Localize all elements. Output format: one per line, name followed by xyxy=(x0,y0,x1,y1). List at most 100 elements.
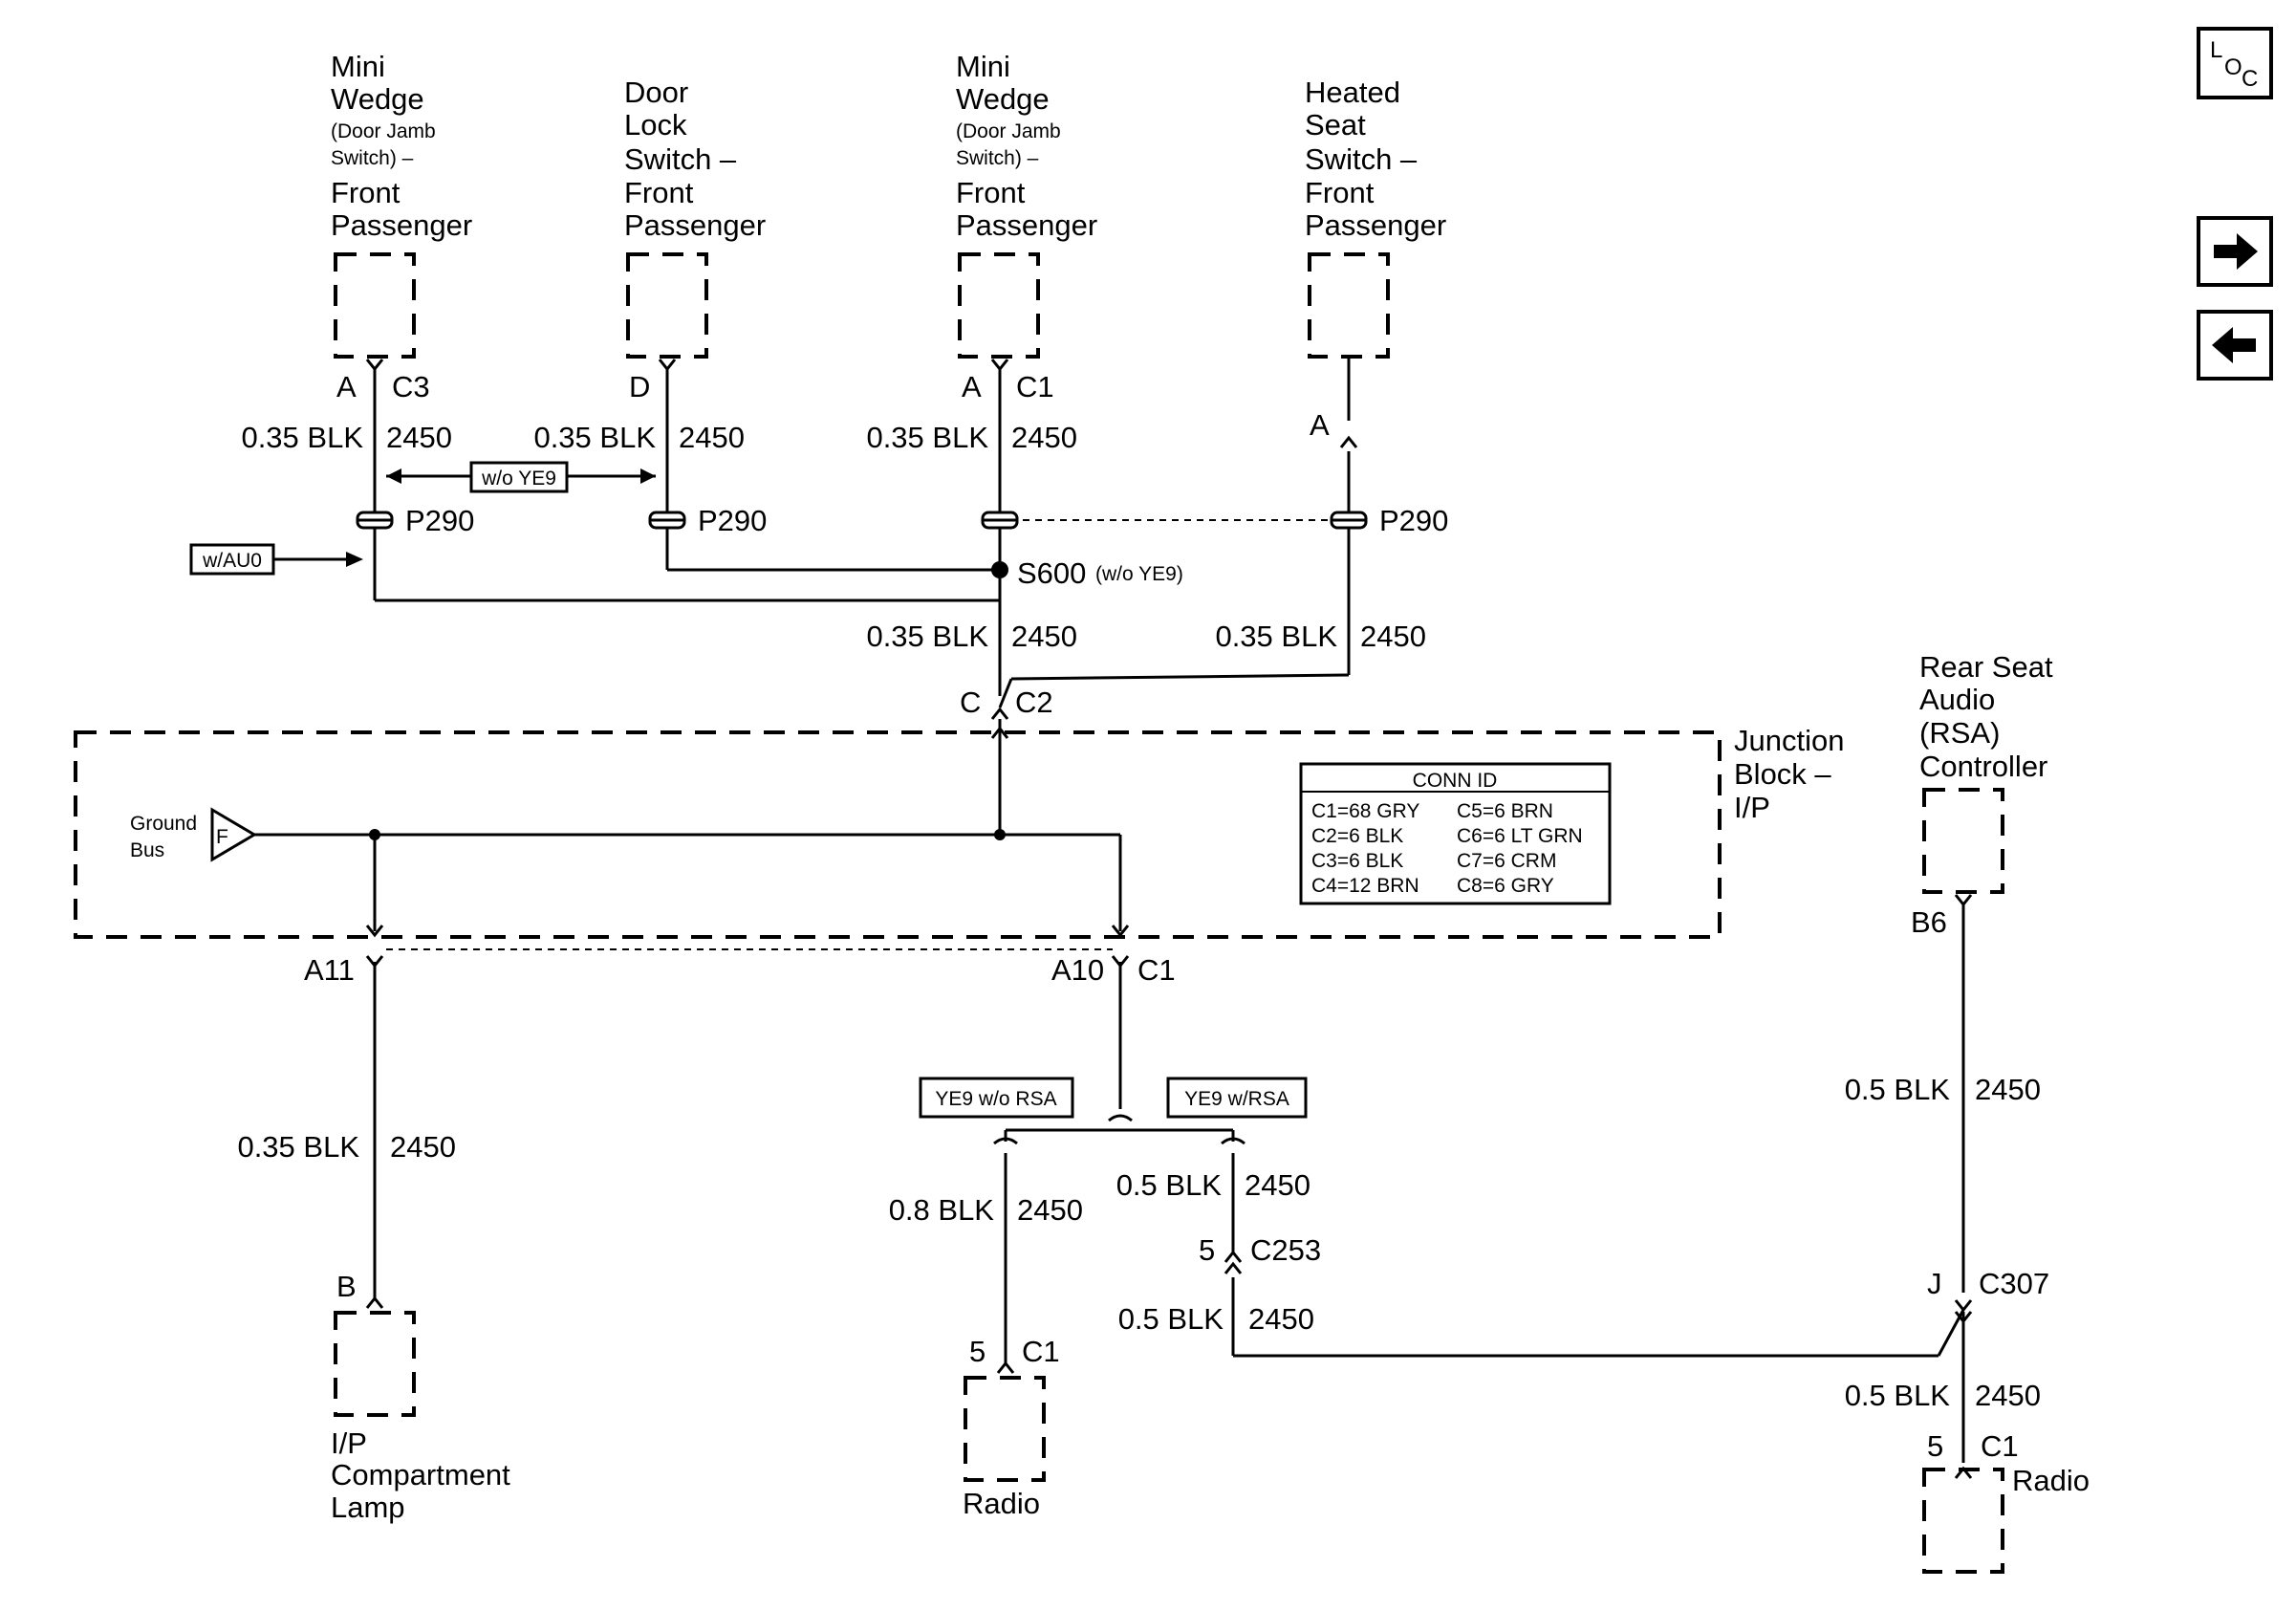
loc-letter: C xyxy=(2242,66,2258,92)
connector-symbols xyxy=(365,359,1973,1479)
label-line: Passenger xyxy=(956,208,1097,242)
connector-label: C1 xyxy=(1022,1335,1060,1368)
label-line: Door xyxy=(624,76,688,109)
previous-page-button[interactable] xyxy=(2197,310,2273,381)
conn-id-entry: C3=6 BLK xyxy=(1311,850,1403,872)
wire-circuit: 2450 xyxy=(679,421,745,454)
component-heated-seat-switch: Heated Seat Switch – Front Passenger xyxy=(1305,76,1446,242)
label-line: Switch – xyxy=(624,142,737,176)
wire-size: 0.35 BLK xyxy=(237,1130,359,1164)
option-label: YE9 w/RSA xyxy=(1184,1088,1289,1110)
label-line: Controller xyxy=(1919,750,2047,783)
wire-circuit: 2450 xyxy=(1245,1168,1310,1202)
pin-label: A xyxy=(1310,408,1330,442)
component-box xyxy=(1308,252,1390,359)
label-line: (Door Jamb xyxy=(956,120,1061,142)
label-line: Junction xyxy=(1734,724,1844,757)
pin-label: A10 xyxy=(1051,953,1104,987)
conn-id-entry: C6=6 LT GRN xyxy=(1457,825,1583,847)
wire-size: 0.5 BLK xyxy=(1845,1379,1951,1412)
wire-size: 0.5 BLK xyxy=(1118,1302,1224,1336)
pin-label: 5 xyxy=(1199,1233,1215,1267)
wire-circuit: 2450 xyxy=(1011,620,1077,653)
option-label: w/o YE9 xyxy=(481,468,556,490)
radio-label: Radio xyxy=(2012,1464,2090,1497)
label-line: Rear Seat xyxy=(1919,650,2053,684)
wire-size: 0.35 BLK xyxy=(1215,620,1337,653)
label-line: Switch) – xyxy=(956,147,1039,169)
wire-circuit: 2450 xyxy=(1248,1302,1314,1336)
option-label: YE9 w/o RSA xyxy=(935,1088,1056,1110)
label-line: Seat xyxy=(1305,108,1366,142)
pin-label: 5 xyxy=(969,1335,986,1368)
component-box xyxy=(958,252,1040,359)
label-line: Passenger xyxy=(624,208,766,242)
component-box xyxy=(334,252,416,359)
label-line: (RSA) xyxy=(1919,716,2000,750)
label-line: Mini xyxy=(956,50,1010,83)
splice-note: (w/o YE9) xyxy=(1095,563,1183,585)
wire-circuit: 2450 xyxy=(1011,421,1077,454)
ground-bus-triangle-icon xyxy=(210,807,257,862)
wire-circuit: 2450 xyxy=(1975,1379,2041,1412)
wire-size: 0.5 BLK xyxy=(1845,1073,1951,1106)
ground-bus-label: Bus xyxy=(130,839,164,861)
wire-circuit: 2450 xyxy=(1017,1193,1083,1227)
conn-id-entry: C1=68 GRY xyxy=(1311,800,1419,822)
label-line: Heated xyxy=(1305,76,1400,109)
component-ip-compartment-lamp: I/P Compartment Lamp xyxy=(331,1426,510,1524)
pin-label: A xyxy=(962,370,982,403)
label-line: Front xyxy=(1305,176,1375,209)
splice-symbols xyxy=(356,511,1368,530)
next-page-button[interactable] xyxy=(2197,216,2273,287)
label-line: I/P xyxy=(331,1426,367,1460)
component-box xyxy=(1922,1468,2004,1574)
splice-label: P290 xyxy=(1379,504,1448,537)
wire-size: 0.35 BLK xyxy=(241,421,363,454)
connector-label: C1 xyxy=(1016,370,1054,403)
label-line: Passenger xyxy=(331,208,472,242)
component-door-lock-switch: Door Lock Switch – Front Passenger xyxy=(624,76,766,242)
label-line: Front xyxy=(624,176,694,209)
loc-letter: L xyxy=(2210,37,2222,63)
wire-size: 0.8 BLK xyxy=(889,1193,995,1227)
pin-labels: A C3 D A C1 A C C2 A11 A10 C1 B 5 C1 5 C… xyxy=(304,370,2049,1463)
connector-label: C3 xyxy=(392,370,430,403)
splice-label: P290 xyxy=(698,504,767,537)
wire-circuit: 2450 xyxy=(1360,620,1426,653)
connector-label: C2 xyxy=(1015,686,1053,719)
pin-label: B xyxy=(336,1270,357,1303)
pin-label: A xyxy=(336,370,357,403)
conn-id-title: CONN ID xyxy=(1413,770,1498,792)
label-line: Lamp xyxy=(331,1491,405,1524)
radio-label: Radio xyxy=(963,1487,1040,1520)
junction-block-outline xyxy=(74,730,1722,939)
connector-label: C1 xyxy=(1137,953,1176,987)
conn-id-entry: C4=12 BRN xyxy=(1311,875,1419,897)
component-box xyxy=(334,1311,416,1417)
location-button[interactable]: L O C xyxy=(2197,27,2273,99)
wire-size: 0.5 BLK xyxy=(1116,1168,1223,1202)
splice-dot xyxy=(994,829,1006,840)
option-arrow-wo-ye9: w/o YE9 xyxy=(386,461,656,493)
pin-label: J xyxy=(1927,1267,1942,1300)
ground-bus: Ground Bus F xyxy=(130,807,257,862)
connector-label: C307 xyxy=(1979,1267,2049,1300)
pin-label: 5 xyxy=(1927,1429,1943,1463)
conn-id-entry: C8=6 GRY xyxy=(1457,875,1554,897)
label-line: Switch) – xyxy=(331,147,414,169)
label-line: Audio xyxy=(1919,683,1995,716)
component-rsa-controller: Rear Seat Audio (RSA) Controller xyxy=(1919,650,2053,783)
splice-label: S600 xyxy=(1017,556,1086,590)
wire-labels: 0.35 BLK 2450 0.35 BLK 2450 0.35 BLK 245… xyxy=(237,421,2041,1412)
option-label: w/AU0 xyxy=(202,550,262,572)
wire-size: 0.35 BLK xyxy=(533,421,656,454)
pin-label: D xyxy=(629,370,650,403)
component-mini-wedge-c1: Mini Wedge (Door Jamb Switch) – Front Pa… xyxy=(956,50,1097,242)
wire-circuit: 2450 xyxy=(1975,1073,2041,1106)
wire-size: 0.35 BLK xyxy=(866,620,988,653)
label-line: Front xyxy=(331,176,401,209)
loc-letter: O xyxy=(2224,54,2242,80)
wire-circuit: 2450 xyxy=(386,421,452,454)
conn-id-entry: C5=6 BRN xyxy=(1457,800,1553,822)
